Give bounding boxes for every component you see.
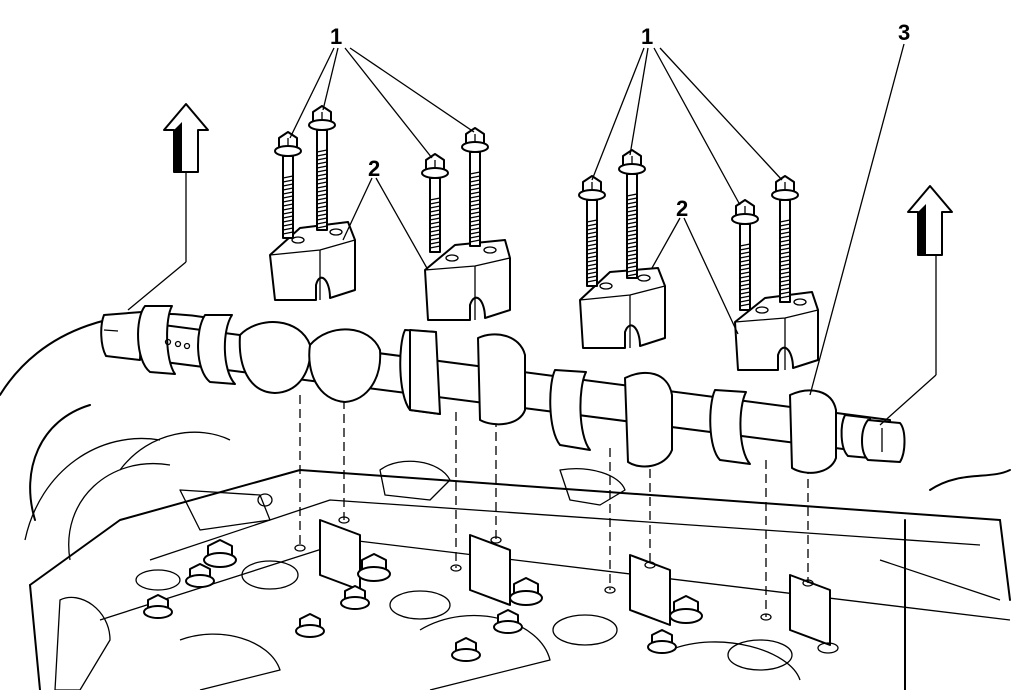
cap-bolt [771,175,799,303]
camshaft [100,305,906,474]
callout-2-right: 2 [676,196,688,221]
bearing-cap [424,239,511,321]
bearing-caps [269,221,819,371]
cap-bolt [461,127,489,247]
cap-bolt [308,105,336,231]
cap-bolt [274,131,302,239]
cap-bolt [618,149,646,279]
cap-bolts [274,105,799,311]
bearing-cap [579,267,666,349]
alignment-lines [299,395,809,617]
callout-1-right: 1 [641,24,653,49]
cap-bolt [578,175,606,287]
bearing-cap [734,291,819,371]
cap-bolt [421,153,449,253]
up-arrow-right-icon [879,185,953,426]
callout-3: 3 [898,20,910,45]
callout-1-left: 1 [330,24,342,49]
head-bolts [143,539,703,662]
leader-lines [289,43,905,396]
cylinder-head [0,312,1011,690]
callout-2-left: 2 [368,156,380,181]
cap-bolt [731,199,759,311]
bearing-cap [269,221,356,301]
up-arrow-left-icon [127,103,209,311]
journal-saddle [319,519,831,646]
